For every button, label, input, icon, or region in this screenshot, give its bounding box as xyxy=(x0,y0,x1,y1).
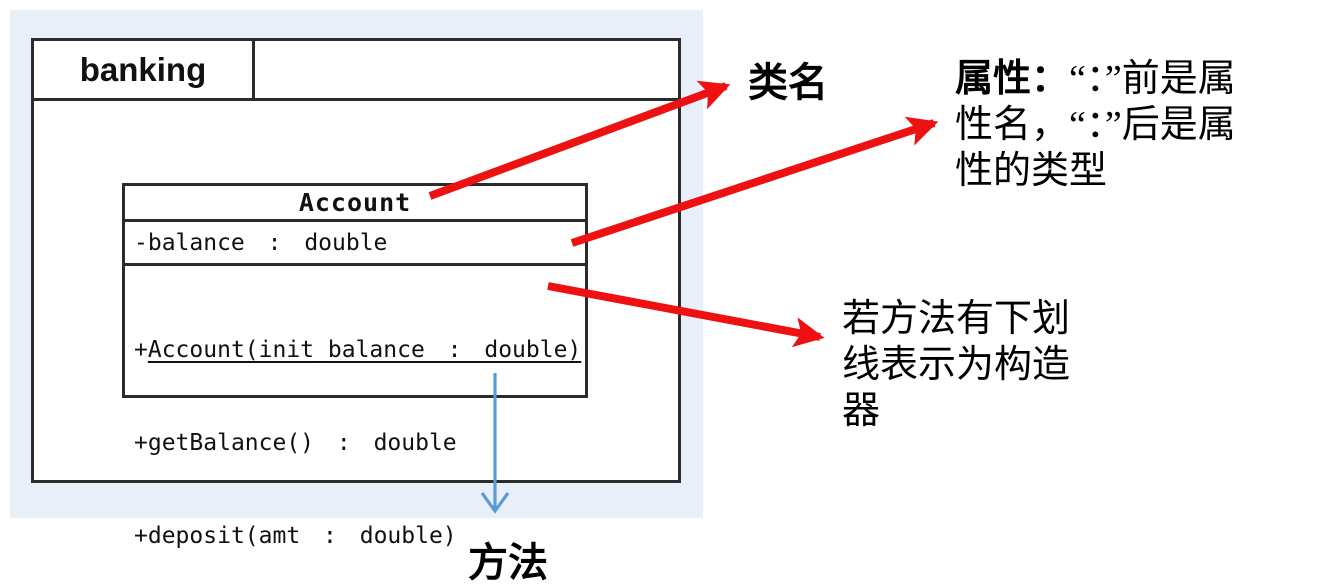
class-title: Account xyxy=(125,186,585,222)
method-row-constructor: +Account(init_balance : double) xyxy=(134,337,582,363)
constructor-note-line: 线表示为构造 xyxy=(842,344,1071,386)
attribute-note-line: 性名，“：”后是属 xyxy=(955,104,1236,146)
attribute-note-line: 性的类型 xyxy=(955,150,1108,192)
attribute-row: -balance : double xyxy=(134,229,388,256)
attribute-note: 属性：“：”前是属 性名，“：”后是属 性的类型 xyxy=(955,56,1236,194)
constructor-note: 若方法有下划 线表示为构造 器 xyxy=(842,296,1070,434)
constructor-note-line: 器 xyxy=(842,390,881,432)
constructor-underlined-text: Account(init_balance : double) xyxy=(147,337,582,363)
package-header-empty-cell xyxy=(255,41,678,98)
class-name-label: 类名 xyxy=(748,60,828,105)
method-row: +getBalance() : double xyxy=(134,430,457,456)
method-label: 方法 xyxy=(468,540,548,585)
method-row: +deposit(amt : double) xyxy=(134,523,457,549)
class-methods-compartment: +Account(init_balance : double) +getBala… xyxy=(125,266,585,588)
package-header: banking xyxy=(34,41,678,101)
uml-class-box: Account -balance : double +Account(init_… xyxy=(122,183,588,549)
package-name-tab: banking xyxy=(34,41,255,98)
class-attributes-compartment: -balance : double xyxy=(125,222,585,266)
package-name-label: banking xyxy=(79,50,207,88)
constructor-note-line: 若方法有下划 xyxy=(842,298,1071,340)
attribute-note-line: 属性：“：”前是属 xyxy=(955,58,1236,100)
